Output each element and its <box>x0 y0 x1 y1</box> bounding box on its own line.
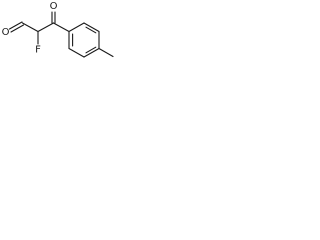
atom-label-fluorine: F <box>35 45 41 56</box>
chemical-structure-diagram: O F O <box>2 1 114 58</box>
atom-label-aldehyde-oxygen: O <box>2 27 10 38</box>
bond-calpha-cketone <box>37 22 55 33</box>
bond-cho-calpha <box>21 22 39 33</box>
bond-cketone-ring <box>52 22 70 33</box>
bond-aldehyde-co-2 <box>10 24 25 33</box>
ring-inner-bond-2 <box>85 46 97 54</box>
ring-inner-bond-1 <box>85 26 97 34</box>
ring-bond-4 <box>83 47 100 58</box>
ring-bond-5 <box>68 47 85 58</box>
atom-label-ketone-oxygen: O <box>50 1 58 12</box>
ring-bond-2 <box>83 22 100 33</box>
bond-aldehyde-co-1 <box>8 21 23 30</box>
bond-ring-methyl <box>98 47 114 58</box>
ring-bond-1 <box>68 22 85 33</box>
